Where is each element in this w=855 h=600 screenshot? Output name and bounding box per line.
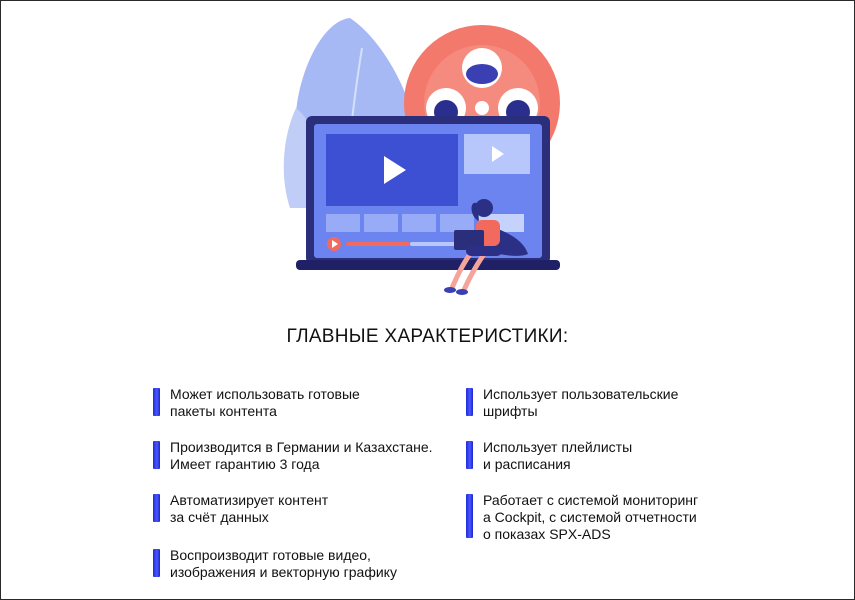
feature-text: Использует плейлисты и расписания bbox=[483, 439, 633, 472]
feature-item: Автоматизирует контент за счёт данных bbox=[153, 492, 328, 526]
feature-item: Воспроизводит готовые видео, изображения… bbox=[153, 547, 397, 581]
section-title: ГЛАВНЫЕ ХАРАКТЕРИСТИКИ: bbox=[286, 326, 569, 347]
feature-text: Воспроизводит готовые видео, изображения… bbox=[170, 547, 397, 580]
feature-bullet bbox=[466, 388, 473, 416]
feature-bullet bbox=[153, 388, 160, 416]
feature-item: Работает с системой мониторинг a Cockpit… bbox=[466, 492, 698, 543]
feature-item: Может использовать готовые пакеты контен… bbox=[153, 386, 360, 420]
woman-with-laptop-icon bbox=[444, 199, 528, 295]
feature-item: Использует пользовательские шрифты bbox=[466, 386, 678, 420]
feature-item: Использует плейлисты и расписания bbox=[466, 439, 632, 473]
video-content-illustration bbox=[283, 18, 560, 295]
feature-bullet bbox=[466, 441, 473, 469]
feature-text: Работает с системой мониторинг a Cockpit… bbox=[483, 492, 699, 542]
feature-text: Автоматизирует контент за счёт данных bbox=[170, 492, 329, 525]
feature-bullet bbox=[153, 549, 160, 577]
feature-bullet bbox=[153, 494, 160, 522]
feature-bullet bbox=[466, 494, 473, 538]
feature-item: Производится в Германии и Казахстане. Им… bbox=[153, 439, 433, 473]
feature-text: Может использовать готовые пакеты контен… bbox=[170, 386, 360, 419]
feature-text: Производится в Германии и Казахстане. Им… bbox=[170, 439, 433, 472]
feature-text: Использует пользовательские шрифты bbox=[483, 386, 679, 419]
feature-bullet bbox=[153, 441, 160, 469]
